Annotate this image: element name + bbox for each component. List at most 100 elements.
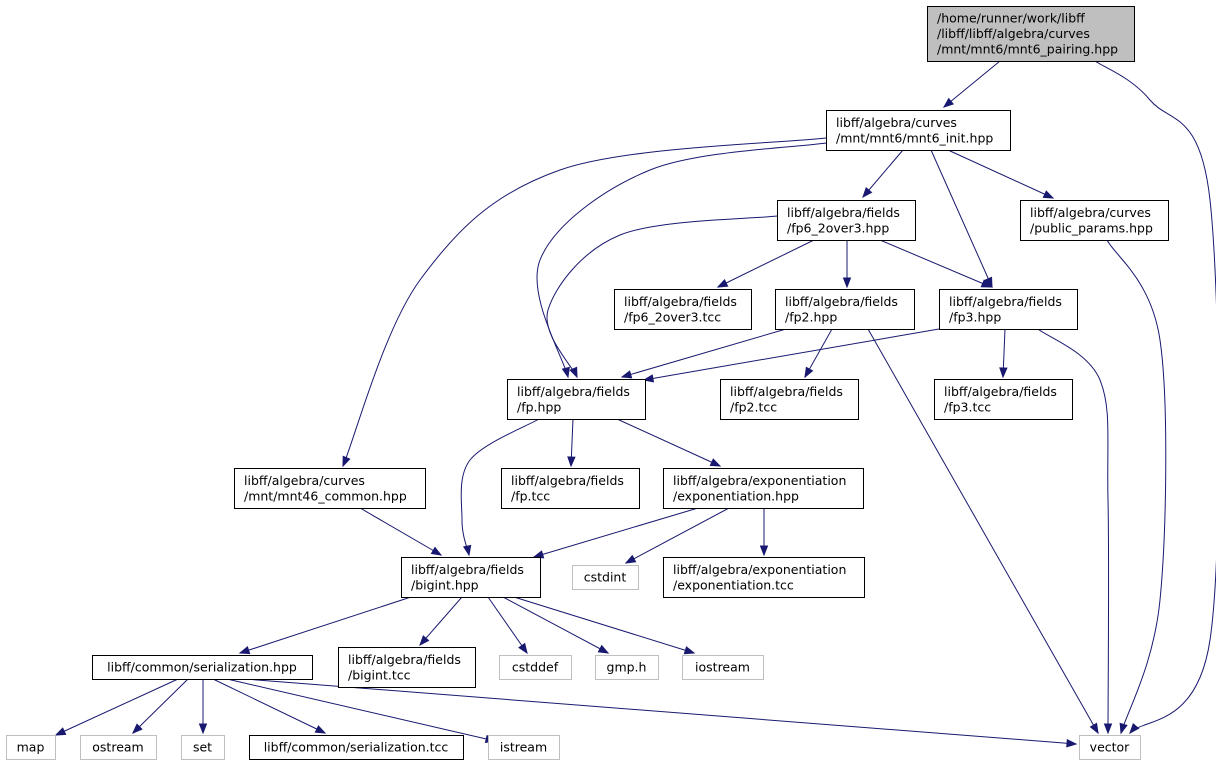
node-mnt6-init[interactable]: libff/algebra/curves/mnt/mnt6/mnt6_init.…: [826, 110, 1011, 151]
edge-line: [1037, 328, 1110, 734]
edge-line: [244, 678, 1077, 745]
node-label-line: libff/algebra/fields: [624, 294, 737, 309]
node-label-line: /libff/libff/algebra/curves: [937, 26, 1090, 41]
node-fp6-2over3-hpp[interactable]: libff/algebra/fields/fp6_2over3.hpp: [777, 200, 916, 241]
arrowhead-icon: [862, 187, 873, 199]
node-label-line: libff/algebra/fields: [730, 384, 843, 399]
edge-fp2_hpp-to-vector: [867, 328, 1099, 735]
node-iostream: iostream: [682, 655, 764, 680]
node-label-line: gmp.h: [607, 660, 647, 675]
arrowhead-icon: [842, 277, 852, 289]
node-root[interactable]: /home/runner/work/libff/libff/libff/alge…: [927, 6, 1135, 62]
edge-bigint_hpp-to-iostream: [513, 596, 696, 655]
node-fp-tcc[interactable]: libff/algebra/fields/fp.tcc: [501, 468, 640, 509]
edge-line: [862, 149, 904, 198]
node-label-line: /mnt/mnt6/mnt6_init.hpp: [836, 130, 993, 145]
arrowhead-icon: [984, 276, 993, 289]
node-label-line: /fp6_2over3.tcc: [624, 309, 721, 324]
node-box: [682, 655, 764, 680]
edge-line: [55, 678, 179, 736]
edge-exp_hpp-to-bigint_hpp: [532, 507, 699, 559]
edge-serialization_hpp-to-set: [198, 679, 208, 735]
node-box: [6, 735, 56, 760]
edge-mnt46_common-to-bigint_hpp: [359, 507, 443, 556]
arrowhead-icon: [597, 644, 610, 654]
node-bigint-tcc[interactable]: libff/algebra/fields/bigint.tcc: [338, 647, 476, 688]
edge-line: [239, 596, 412, 654]
node-fp3-hpp[interactable]: libff/algebra/fields/fp3.hpp: [939, 289, 1078, 330]
arrowhead-icon: [942, 97, 955, 108]
node-label-line: /public_params.hpp: [1030, 220, 1153, 235]
node-label-line: /fp3.tcc: [944, 399, 991, 414]
arrowhead-icon: [1042, 190, 1055, 199]
edge-line: [132, 678, 189, 734]
arrowhead-icon: [569, 366, 578, 379]
node-exp-tcc[interactable]: libff/algebra/exponentiation/exponentiat…: [663, 557, 865, 598]
node-label-line: /mnt/mnt6/mnt6_pairing.hpp: [937, 42, 1118, 57]
edge-line: [460, 418, 540, 556]
node-cstdint: cstdint: [572, 565, 639, 590]
node-box: [934, 379, 1073, 420]
edge-root-to-mnt6_init: [942, 60, 1001, 108]
node-label-line: /fp3.hpp: [949, 309, 1001, 324]
edge-line: [546, 215, 778, 378]
node-cstddef: cstddef: [499, 655, 572, 680]
edge-line: [359, 507, 442, 556]
arrowhead-icon: [1129, 723, 1140, 735]
node-label-line: /exponentiation.tcc: [673, 577, 794, 592]
node-fp6-2over3-tcc[interactable]: libff/algebra/fields/fp6_2over3.tcc: [614, 289, 752, 330]
node-label-line: libff/algebra/curves: [244, 473, 365, 488]
node-label-line: /home/runner/work/libff: [937, 11, 1085, 26]
node-public-params[interactable]: libff/algebra/curves/public_params.hpp: [1020, 200, 1169, 241]
node-box: [663, 557, 865, 598]
edge-public_params-to-vector: [1106, 239, 1167, 735]
node-label-line: cstddef: [512, 660, 559, 675]
node-serialization-tcc[interactable]: libff/common/serialization.tcc: [249, 735, 464, 760]
edge-fp6_2over3_hpp-to-fp2_hpp: [842, 240, 852, 289]
node-box: [499, 655, 572, 680]
edge-line: [513, 596, 695, 654]
node-box: [1079, 735, 1141, 760]
arrowhead-icon: [462, 544, 472, 557]
node-box: [826, 110, 1011, 151]
edge-serialization_hpp-to-map: [54, 678, 179, 736]
node-box: [927, 6, 1135, 62]
edge-fp3_hpp-to-fp3_tcc: [999, 328, 1008, 379]
node-label-line: iostream: [695, 660, 750, 675]
node-serialization-hpp[interactable]: libff/common/serialization.hpp: [92, 655, 313, 680]
edge-fp6_2over3_hpp-to-fp6_2over3_tcc: [716, 239, 815, 288]
node-fp-hpp[interactable]: libff/algebra/fields/fp.hpp: [507, 379, 646, 420]
edge-line: [342, 137, 827, 467]
edge-mnt6_init-to-mnt46_common: [342, 137, 827, 468]
edges-layer: [54, 60, 1216, 748]
node-fp2-hpp[interactable]: libff/algebra/fields/fp2.hpp: [775, 289, 915, 330]
edge-line: [502, 596, 609, 654]
node-label-line: /fp2.tcc: [730, 399, 777, 414]
arrowhead-icon: [342, 455, 351, 468]
arrowhead-icon: [759, 545, 769, 557]
node-label-line: /fp.tcc: [511, 488, 550, 503]
nodes-layer: /home/runner/work/libff/libff/libff/alge…: [6, 6, 1169, 760]
node-label-line: libff/algebra/curves: [1030, 205, 1151, 220]
node-bigint-hpp[interactable]: libff/algebra/fields/bigint.hpp: [401, 557, 541, 598]
node-fp3-tcc[interactable]: libff/algebra/fields/fp3.tcc: [934, 379, 1073, 420]
node-box: [507, 379, 646, 420]
edge-bigint_hpp-to-serialization_hpp: [238, 596, 412, 655]
arrowhead-icon: [518, 642, 528, 655]
arrowhead-icon: [238, 646, 251, 655]
edge-mnt6_init-to-fp6_2over3_hpp: [862, 149, 904, 199]
edge-line: [930, 149, 993, 288]
arrowhead-icon: [54, 727, 67, 736]
node-mnt46-common[interactable]: libff/algebra/curves/mnt/mnt46_common.hp…: [234, 468, 426, 509]
node-label-line: libff/algebra/fields: [511, 473, 624, 488]
edge-line: [533, 507, 699, 558]
edge-line: [536, 142, 827, 378]
node-fp2-tcc[interactable]: libff/algebra/fields/fp2.tcc: [720, 379, 859, 420]
edge-serialization_hpp-to-serialization_tcc: [212, 678, 327, 734]
node-label-line: /mnt/mnt46_common.hpp: [244, 488, 407, 503]
node-exp-hpp[interactable]: libff/algebra/exponentiation/exponentiat…: [663, 468, 864, 509]
arrowhead-icon: [561, 366, 570, 379]
node-box: [338, 647, 476, 688]
edge-fp3_hpp-to-fp_hpp: [642, 328, 940, 383]
